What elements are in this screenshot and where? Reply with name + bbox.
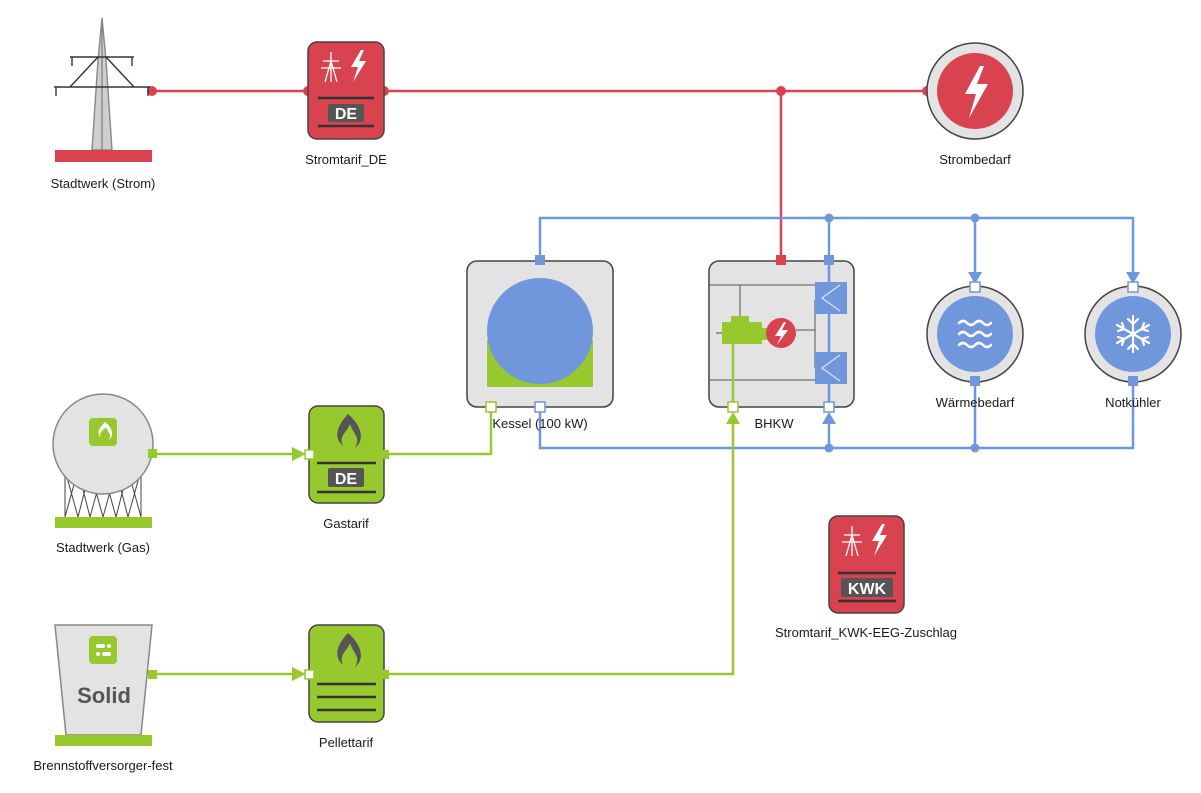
- label-waermebedarf: Wärmebedarf: [935, 395, 1015, 410]
- tariff-lines: [318, 96, 374, 128]
- label-gastarif: Gastarif: [323, 516, 369, 531]
- snowflake-icon: [1115, 314, 1151, 354]
- stromtarif-de-node[interactable]: DE: [307, 41, 385, 140]
- fuel-arrows: [292, 412, 740, 681]
- heat-arrows: [822, 272, 1140, 424]
- boiler-tank-icon: [487, 278, 593, 384]
- bhkw-node[interactable]: [708, 255, 855, 413]
- edge-heat-supply[interactable]: [538, 216, 1135, 280]
- kessel-node[interactable]: [466, 255, 614, 413]
- heat-waves-icon: [957, 319, 993, 349]
- kwk-badge: KWK: [848, 581, 887, 598]
- lightning-icon: [775, 322, 788, 345]
- de-badge: DE: [335, 106, 358, 123]
- label-notkuehler: Notkühler: [1105, 395, 1161, 410]
- flame-icon: [337, 633, 361, 667]
- flame-icon: [337, 414, 361, 448]
- label-stadtwerk-gas: Stadtwerk (Gas): [56, 540, 150, 555]
- label-stromtarif-de: Stromtarif_DE: [305, 152, 387, 167]
- heat-junctions: [824, 213, 980, 453]
- lightning-icon: [351, 50, 366, 82]
- de-badge: DE: [335, 471, 358, 488]
- power-tower-icon: [321, 52, 341, 83]
- stadtwerk-strom-node[interactable]: [54, 17, 152, 162]
- gastarif-node[interactable]: DE: [304, 405, 389, 504]
- label-bhkw: BHKW: [754, 416, 794, 431]
- fuel-connections: [152, 407, 735, 676]
- stromtarif-kwk-node[interactable]: KWK: [828, 515, 905, 614]
- label-strombedarf: Strombedarf: [939, 152, 1011, 167]
- power-tower-icon: [842, 526, 862, 557]
- lightning-icon: [872, 524, 887, 556]
- brennstoffversorger-node[interactable]: Solid: [54, 624, 157, 746]
- heat-exchanger-icon: [815, 282, 847, 384]
- edge-gastarif-kessel[interactable]: [384, 407, 493, 456]
- label-brennstoffversorger: Brennstoffversorger-fest: [33, 758, 173, 773]
- strombedarf-node[interactable]: [926, 42, 1024, 140]
- edge-heat-return[interactable]: [538, 380, 1135, 450]
- label-stadtwerk-strom: Stadtwerk (Strom): [50, 176, 156, 191]
- notkuehler-node[interactable]: [1084, 281, 1182, 386]
- heat-connections: [538, 216, 1135, 450]
- waermebedarf-node[interactable]: [926, 281, 1024, 386]
- label-stromtarif-kwk: Stromtarif_KWK-EEG-Zuschlag: [774, 625, 958, 640]
- lightning-icon: [965, 66, 988, 118]
- power-tower-icon: [54, 17, 150, 151]
- engine-icon: [716, 316, 770, 344]
- label-pellettarif: Pellettarif: [318, 735, 374, 750]
- solid-label: Solid: [77, 683, 131, 708]
- pellettarif-node[interactable]: [304, 624, 389, 723]
- stadtwerk-gas-node[interactable]: [52, 393, 157, 528]
- flame-icon: [98, 422, 113, 440]
- label-kessel: Kessel (100 kW): [492, 416, 588, 431]
- edge-pellettarif-bhkw[interactable]: [384, 420, 735, 676]
